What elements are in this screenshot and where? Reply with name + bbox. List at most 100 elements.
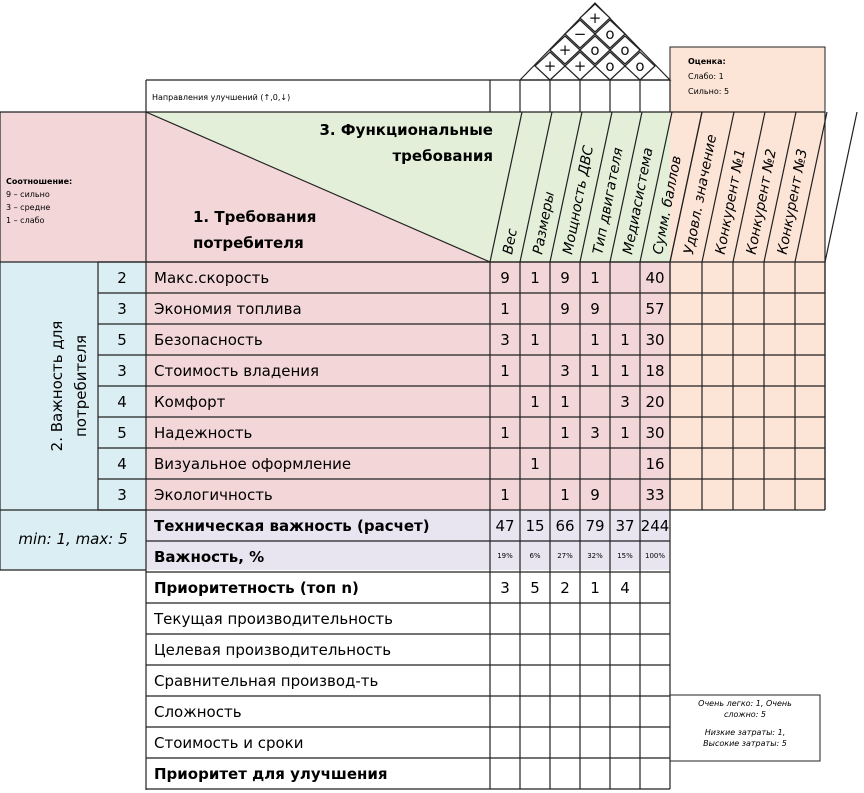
importance-value: 2: [117, 269, 127, 287]
tech-importance-value: 66: [555, 517, 574, 535]
roof-correlation-symbol: o: [605, 57, 614, 75]
importance-pct-value: 6%: [529, 552, 540, 560]
bottom-row-label: Текущая производительность: [153, 610, 393, 628]
relation-value: 1: [530, 455, 540, 473]
relation-value: 1: [590, 269, 600, 287]
relation-legend-cell: [0, 112, 146, 262]
relation-legend-title: Соотношение:: [6, 177, 72, 186]
column-separator: [549, 111, 583, 263]
relation-value: 9: [590, 300, 600, 318]
relation-value: 30: [645, 424, 664, 442]
relation-value: 1: [530, 269, 540, 287]
rating-separator: [824, 111, 858, 263]
relation-value: 1: [500, 486, 510, 504]
relation-value: 1: [500, 300, 510, 318]
roof-cell: [549, 35, 581, 65]
customer-title-line2: потребителя: [193, 234, 304, 252]
relation-value: 9: [500, 269, 510, 287]
requirement-name: Стоимость владения: [154, 362, 319, 380]
relation-value: 33: [645, 486, 664, 504]
relation-value: 1: [560, 424, 570, 442]
bottom-row-label: Приоритет для улучшения: [154, 765, 388, 783]
rating-separator: [701, 111, 735, 263]
functional-title-line1: 3. Функциональные: [319, 121, 493, 139]
importance-pct-value: 100%: [645, 552, 665, 560]
relation-value: 9: [560, 300, 570, 318]
importance-value: 4: [117, 455, 127, 473]
tech-importance-value: 47: [495, 517, 514, 535]
column-separator: [609, 111, 643, 263]
column-separator: [579, 111, 613, 263]
relation-value: 1: [620, 362, 630, 380]
requirement-name: Безопасность: [154, 331, 263, 349]
requirement-name: Экологичность: [154, 486, 273, 504]
cost-note-line1: Низкие затраты: 1,: [705, 728, 786, 737]
tech-importance-value: 244: [641, 517, 670, 535]
importance-pct-value: 15%: [617, 552, 633, 560]
relation-value: 9: [560, 269, 570, 287]
rating-separator: [763, 111, 797, 263]
roof-correlation-symbol: +: [589, 9, 602, 27]
roof-cell: [579, 3, 611, 33]
importance-label-line1: 2. Важность для: [48, 321, 66, 452]
relation-value: 3: [590, 424, 600, 442]
relation-value: 18: [645, 362, 664, 380]
roof-cell: [579, 35, 611, 65]
importance-pct-label: Важность, %: [154, 548, 264, 566]
relation-value: 1: [500, 424, 510, 442]
priority-label: Приоритетность (топ n): [154, 579, 359, 597]
rating-separator: [732, 111, 766, 263]
importance-value: 5: [117, 424, 127, 442]
relation-value: 57: [645, 300, 664, 318]
rating-separator: [669, 111, 703, 263]
column-separator: [489, 111, 523, 263]
column-header-1: Вес: [500, 227, 521, 256]
requirement-name: Макс.скорость: [154, 269, 269, 287]
complexity-note-line1: Очень легко: 1, Очень: [698, 699, 792, 708]
relation-value: 1: [590, 362, 600, 380]
relation-value: 1: [620, 331, 630, 349]
relation-value: 1: [560, 393, 570, 411]
relation-value: 3: [620, 393, 630, 411]
bottom-row-label: Сравнительная производ-ть: [154, 672, 378, 690]
directions-label: Направления улучшений (↑,0,↓): [152, 93, 290, 102]
roof-correlation-symbol: −: [574, 25, 587, 43]
matrix-grid: [0, 79, 858, 790]
bottom-row-label: Целевая производительность: [154, 641, 391, 659]
complexity-note-line2: сложно: 5: [724, 710, 766, 719]
header-diagonal: [145, 111, 491, 263]
cost-note-line2: Высокие затраты: 5: [703, 739, 787, 748]
rating-legend-box: [669, 46, 826, 113]
directions-row-bg: [146, 80, 670, 112]
tech-importance-value: 37: [615, 517, 634, 535]
relation-legend-weak: 1 – слабо: [6, 216, 45, 225]
relation-value: 1: [530, 331, 540, 349]
priority-value: 1: [590, 579, 600, 597]
calculation-rows-bg: [146, 510, 670, 570]
notes-box: [669, 694, 821, 762]
requirement-name: Визуальное оформление: [154, 455, 351, 473]
functional-columns-header-bg: [490, 112, 670, 262]
competitor-rating-bg: [670, 112, 825, 510]
requirement-name: Надежность: [154, 424, 252, 442]
priority-value: 5: [530, 579, 540, 597]
importance-pct-value: 27%: [557, 552, 573, 560]
importance-pct-value: 19%: [497, 552, 513, 560]
priority-value: 4: [620, 579, 630, 597]
rating-legend-strong: Сильно: 5: [688, 87, 729, 96]
roof-correlation-symbol: o: [590, 41, 599, 59]
relation-value: 3: [500, 331, 510, 349]
relation-legend-strong: 9 – сильно: [6, 190, 50, 199]
min-max-cell: [0, 510, 146, 570]
tech-importance-value: 15: [525, 517, 544, 535]
functional-title-line2: требования: [392, 147, 493, 165]
column-separator: [639, 111, 673, 263]
column-separator: [519, 111, 553, 263]
relation-value: 16: [645, 455, 664, 473]
relation-value: 9: [590, 486, 600, 504]
roof-cell: [564, 19, 596, 49]
relation-value: 1: [560, 486, 570, 504]
priority-value: 3: [500, 579, 510, 597]
roof-correlation-symbol: o: [620, 41, 629, 59]
